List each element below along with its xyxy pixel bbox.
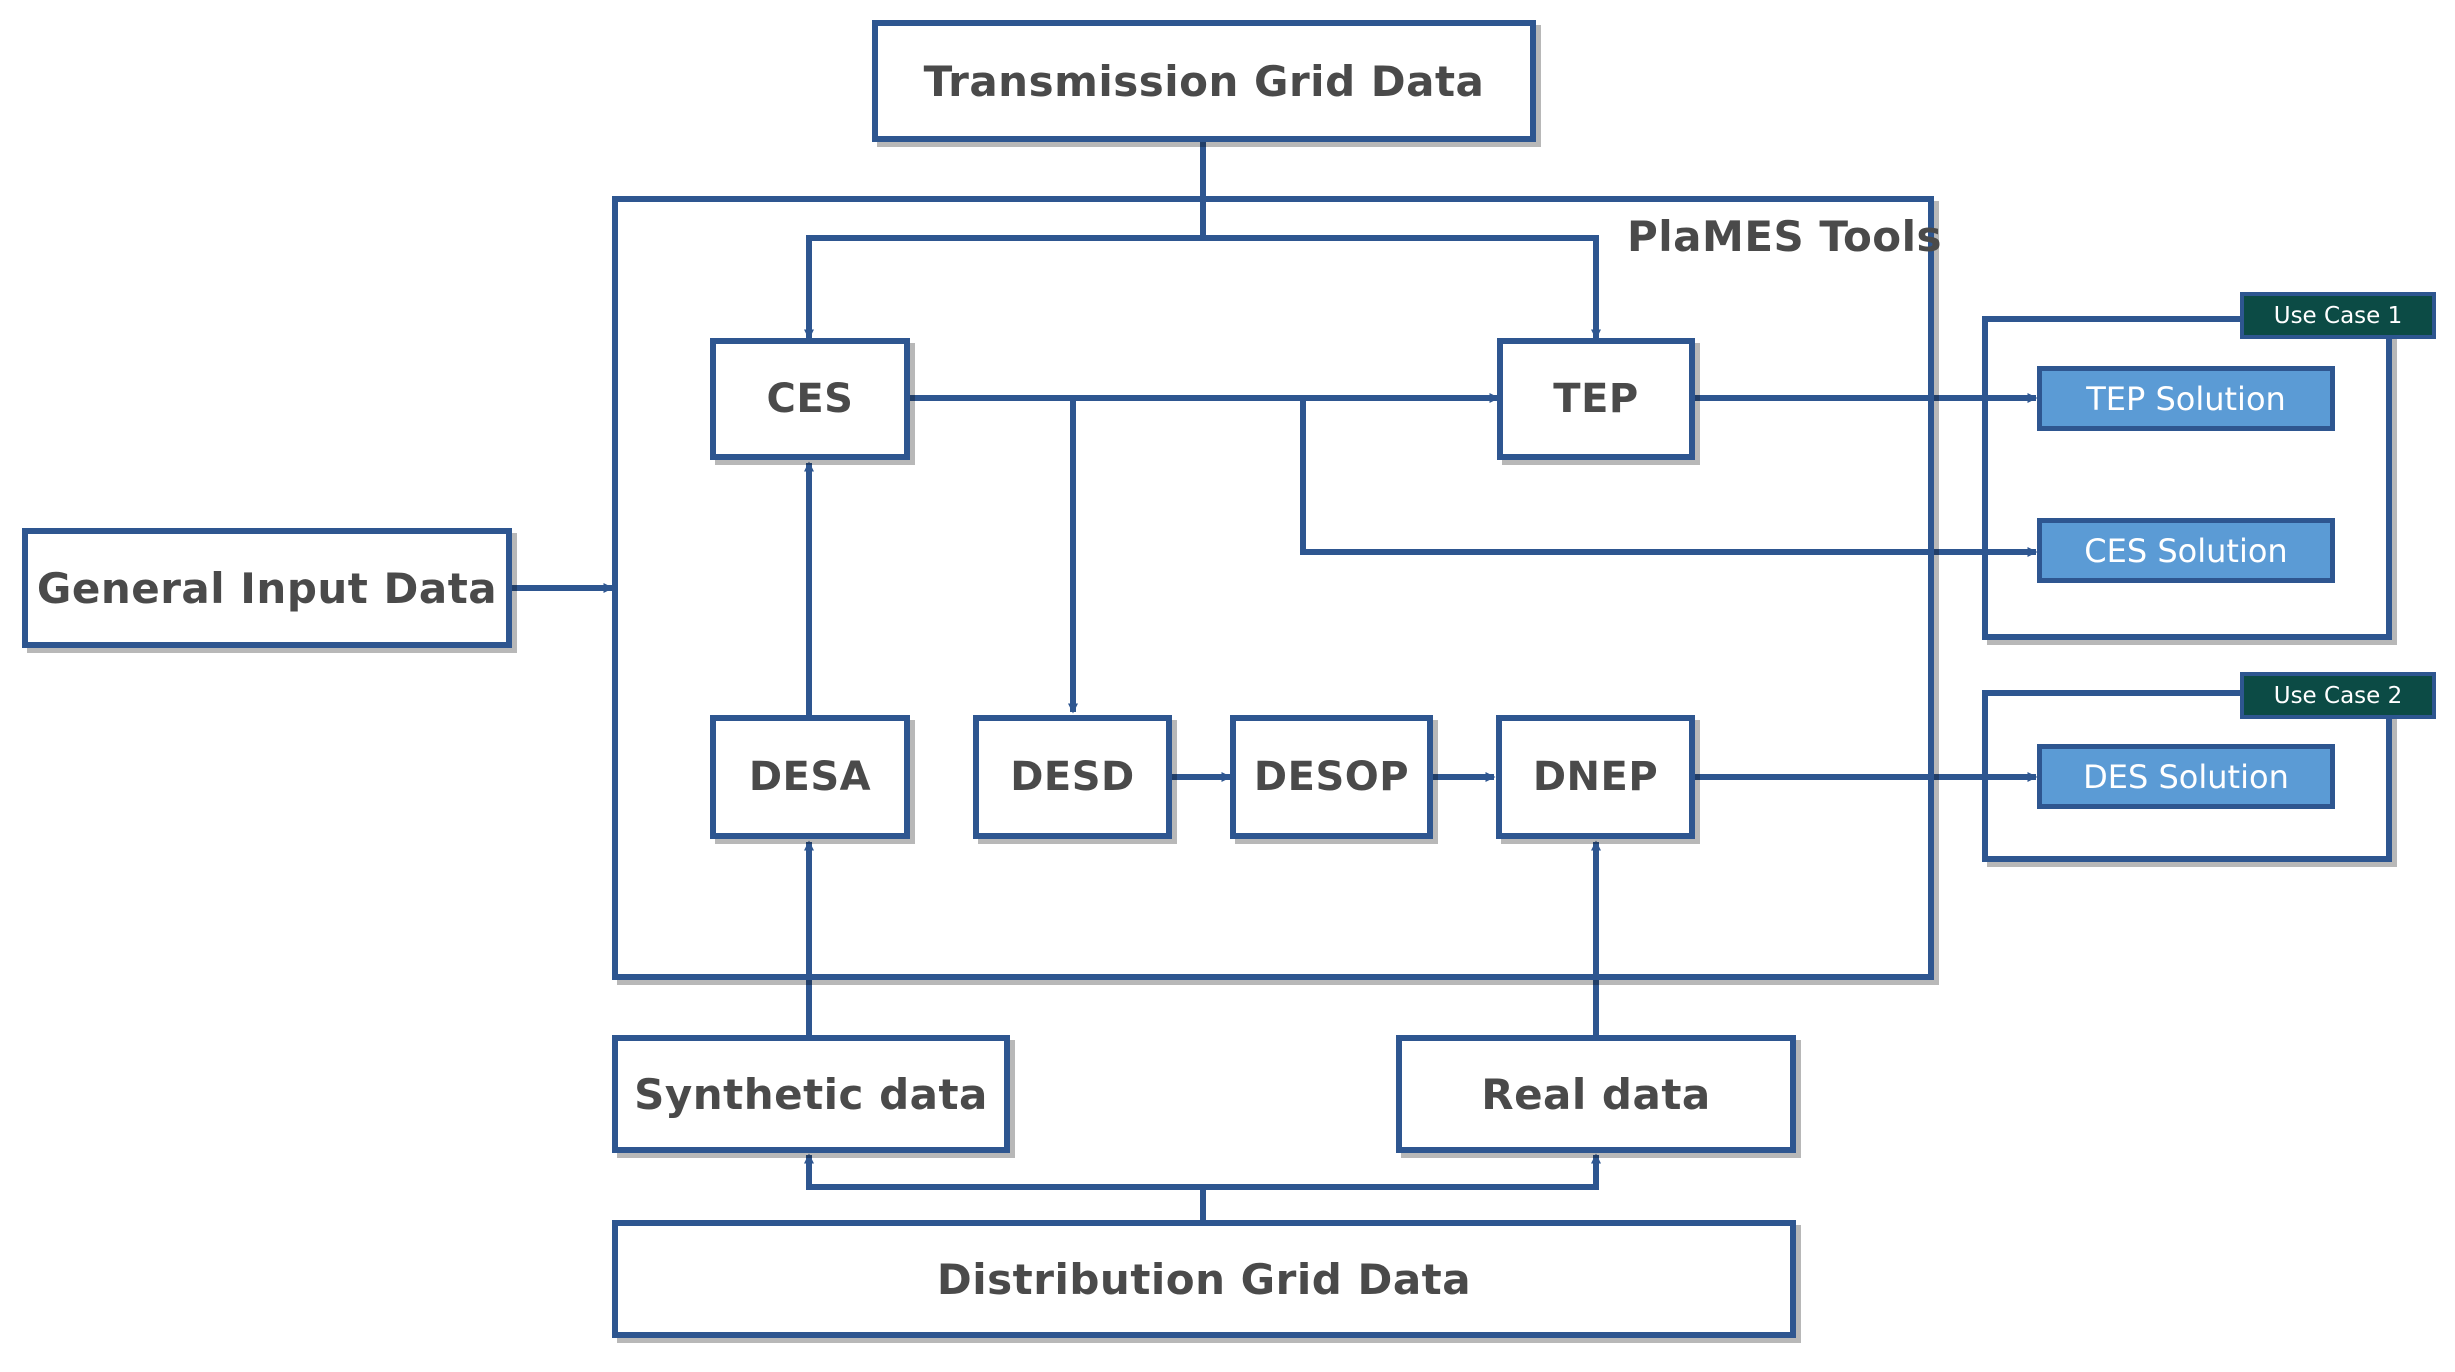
ces-solution: CES Solution bbox=[2037, 518, 2335, 583]
plames-tools-frame bbox=[612, 196, 1934, 980]
distribution-to-synthetic-arrow bbox=[804, 1153, 1206, 1220]
dnep-module: DNEP bbox=[1496, 715, 1695, 839]
tep-solution: TEP Solution bbox=[2037, 366, 2335, 431]
ces-module: CES bbox=[710, 338, 910, 460]
plames-tools-title: PlaMES Tools bbox=[1627, 212, 1943, 261]
desd-module: DESD bbox=[973, 715, 1172, 839]
real-data-box: Real data bbox=[1396, 1035, 1796, 1153]
synthetic-data-box: Synthetic data bbox=[612, 1035, 1010, 1153]
distribution-grid-data-box: Distribution Grid Data bbox=[612, 1220, 1796, 1338]
desa-module: DESA bbox=[710, 715, 910, 839]
ces-to-ces-solution-arrow bbox=[1300, 398, 2038, 557]
tep-module: TEP bbox=[1497, 338, 1695, 460]
use-case-1-tag: Use Case 1 bbox=[2240, 292, 2436, 339]
transmission-to-ces-arrow bbox=[804, 142, 1206, 340]
transmission-to-tep-arrow bbox=[1203, 235, 1601, 340]
transmission-grid-data-box: Transmission Grid Data bbox=[872, 20, 1536, 142]
distribution-to-real-arrow bbox=[1203, 1153, 1601, 1190]
use-case-2-tag: Use Case 2 bbox=[2240, 672, 2436, 719]
desop-module: DESOP bbox=[1230, 715, 1433, 839]
use-case-2-frame bbox=[1982, 690, 2392, 862]
use-case-1-frame bbox=[1982, 316, 2392, 640]
general-input-data-box: General Input Data bbox=[22, 528, 512, 648]
des-solution: DES Solution bbox=[2037, 744, 2335, 809]
